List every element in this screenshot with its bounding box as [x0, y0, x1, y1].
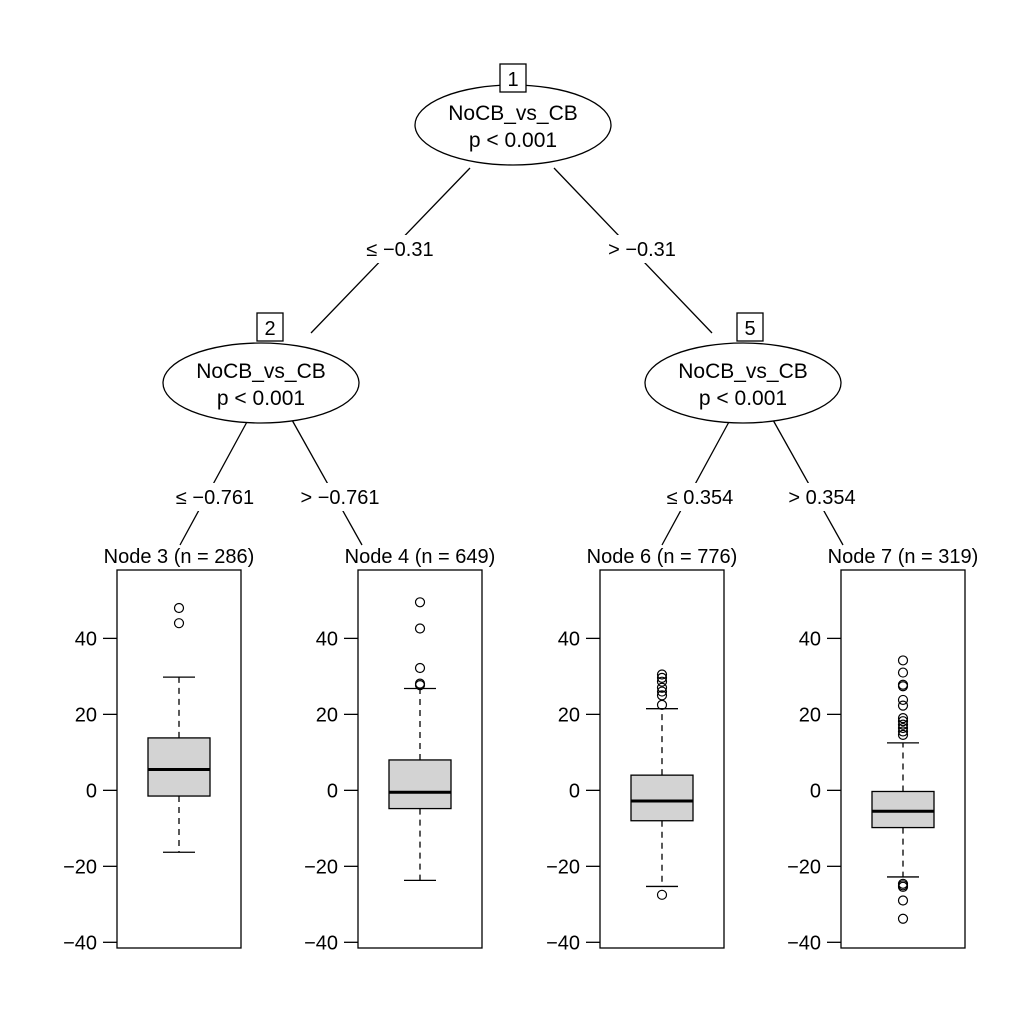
- edge-label-background: [604, 235, 680, 263]
- y-tick-label: −40: [787, 932, 821, 954]
- panel-frame: [116, 569, 242, 949]
- outlier-point: [656, 889, 668, 900]
- outlier-point: [656, 669, 668, 680]
- node-id: 2: [264, 318, 275, 340]
- node-variable: NoCB_vs_CB: [448, 102, 578, 125]
- y-tick-label: 20: [558, 704, 580, 726]
- edge-label-background: [172, 483, 258, 511]
- node-id: 5: [744, 318, 755, 340]
- node-pvalue: p < 0.001: [469, 129, 557, 152]
- node-variable: NoCB_vs_CB: [678, 360, 808, 383]
- outlier-point: [656, 676, 668, 687]
- y-tick-label: 0: [569, 780, 580, 802]
- y-tick-label: −20: [546, 856, 580, 878]
- outlier-point: [656, 699, 668, 710]
- node-id: 1: [507, 69, 518, 91]
- y-tick-label: −40: [304, 932, 338, 954]
- node-ellipse: [414, 84, 612, 166]
- outlier-point: [414, 597, 426, 608]
- panel-title: Node 3 (n = 286): [104, 546, 255, 568]
- outlier-point: [897, 655, 909, 666]
- node-pvalue: p < 0.001: [699, 387, 787, 410]
- panel-frame: [599, 569, 725, 949]
- panel-title: Node 6 (n = 776): [587, 546, 738, 568]
- edge-line: [772, 419, 844, 546]
- y-tick-label: 0: [327, 780, 338, 802]
- outlier-point: [656, 672, 668, 683]
- y-tick-label: −20: [787, 856, 821, 878]
- outlier-point: [897, 667, 909, 678]
- terminal-node-panel: Node 6 (n = 776) −40 −20 0 20 40: [546, 546, 737, 954]
- node-ellipse: [644, 342, 842, 424]
- node-id-box: [256, 312, 284, 342]
- outlier-point: [173, 618, 185, 629]
- node-variable: NoCB_vs_CB: [196, 360, 326, 383]
- node-ellipse: [162, 342, 360, 424]
- edge-label-background: [784, 483, 860, 511]
- edge-label: ≤ −0.761: [176, 487, 254, 509]
- iqr-box: [630, 774, 694, 822]
- iqr-box: [871, 790, 935, 829]
- y-tick-label: −20: [63, 856, 97, 878]
- outlier-point: [897, 895, 909, 906]
- outlier-point: [897, 713, 909, 724]
- y-tick-label: 40: [558, 628, 580, 650]
- y-tick-label: 40: [75, 628, 97, 650]
- y-tick-label: 40: [799, 628, 821, 650]
- panel-title: Node 7 (n = 319): [828, 546, 979, 568]
- outlier-point: [897, 700, 909, 711]
- terminal-node-panel: Node 4 (n = 649) −40 −20 0 20 40: [304, 546, 495, 954]
- y-tick-label: −40: [63, 932, 97, 954]
- outlier-point: [656, 686, 668, 697]
- edge-label: ≤ 0.354: [667, 487, 734, 509]
- tree-edges: ≤ −0.31 > −0.31 ≤ −0.761 > −0.761 ≤ 0.354 > 0…: [172, 167, 860, 546]
- outlier-point: [897, 719, 909, 730]
- terminal-node-panel: Node 7 (n = 319) −40 −20 0 20 40: [787, 546, 978, 954]
- edge-label-background: [662, 483, 738, 511]
- outlier-point: [897, 729, 909, 740]
- node-id-box: [736, 312, 764, 342]
- edge-label: ≤ −0.31: [366, 239, 433, 261]
- edge-line: [661, 419, 731, 546]
- iqr-box: [147, 737, 211, 797]
- y-tick-label: 40: [316, 628, 338, 650]
- outlier-point: [897, 722, 909, 734]
- y-tick-label: −40: [546, 932, 580, 954]
- outlier-point: [414, 680, 426, 691]
- outlier-point: [414, 662, 426, 674]
- y-tick-label: 20: [799, 704, 821, 726]
- edge-label: > −0.31: [608, 239, 676, 261]
- outlier-point: [897, 913, 909, 924]
- outlier-point: [173, 602, 185, 614]
- y-tick-label: −20: [304, 856, 338, 878]
- outlier-point: [897, 681, 909, 692]
- node-pvalue: p < 0.001: [217, 387, 305, 410]
- y-tick-label: 0: [810, 780, 821, 802]
- edge-line: [291, 419, 363, 546]
- outlier-point: [897, 716, 909, 727]
- y-tick-label: 20: [316, 704, 338, 726]
- edge-label: > −0.761: [301, 487, 380, 509]
- node-id-box: [499, 63, 527, 93]
- iqr-box: [388, 759, 452, 810]
- panel-title: Node 4 (n = 649): [345, 546, 496, 568]
- outlier-point: [897, 694, 909, 706]
- panel-frame: [357, 569, 483, 949]
- edge-label-background: [362, 235, 438, 263]
- outlier-point: [897, 880, 909, 891]
- y-tick-label: 0: [86, 780, 97, 802]
- terminal-node-panel: Node 3 (n = 286) −40 −20 0 20 40: [63, 546, 254, 954]
- y-tick-label: 20: [75, 704, 97, 726]
- outlier-point: [897, 726, 909, 737]
- edge-label: > 0.354: [788, 487, 855, 509]
- edge-label-background: [297, 483, 383, 511]
- outlier-point: [414, 623, 426, 634]
- edge-line: [179, 419, 249, 546]
- panel-frame: [840, 569, 966, 949]
- outlier-point: [656, 682, 668, 693]
